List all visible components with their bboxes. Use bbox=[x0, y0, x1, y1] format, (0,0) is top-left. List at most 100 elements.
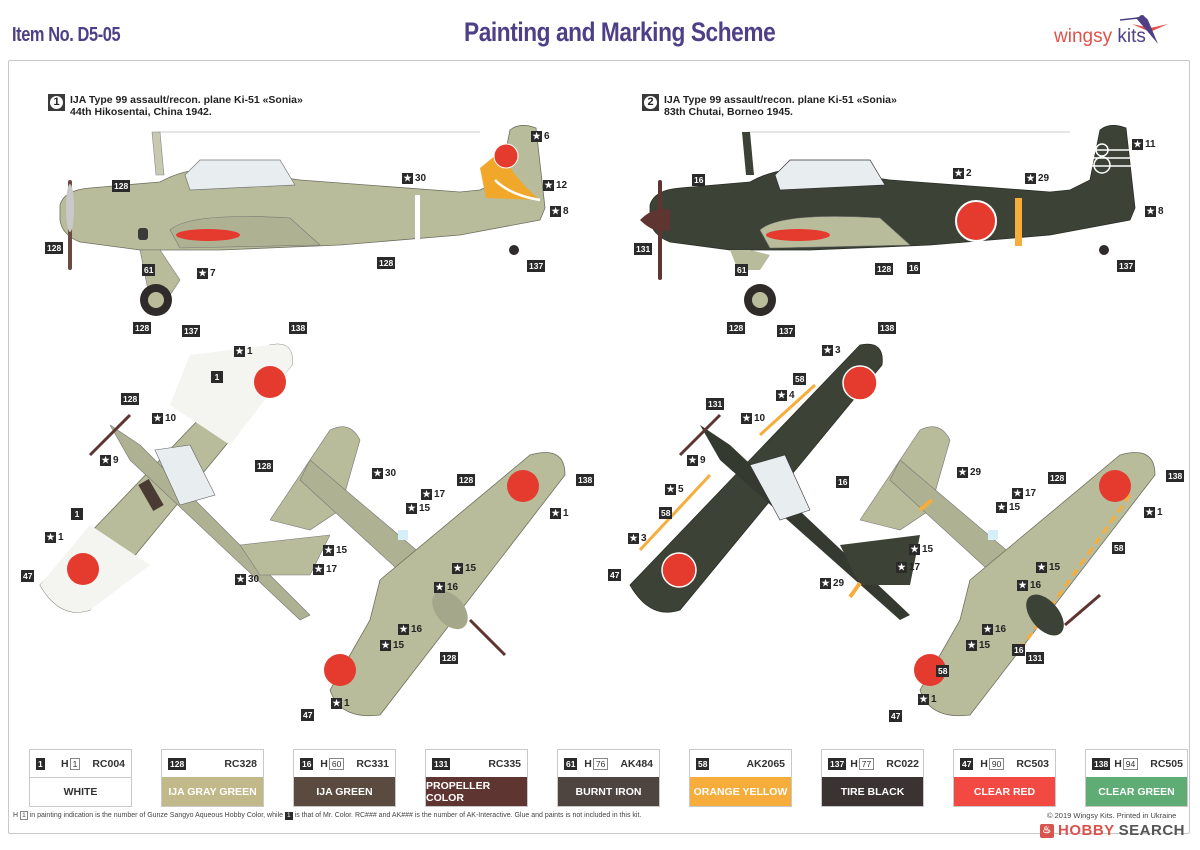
callout-137: 137 bbox=[527, 260, 546, 272]
callout-decal-30: ★30 bbox=[372, 468, 397, 479]
callout-47: 47 bbox=[608, 569, 622, 581]
color-name: WHITE bbox=[30, 777, 131, 806]
callout-131: 131 bbox=[706, 398, 725, 410]
callout-128: 128 bbox=[875, 263, 894, 275]
callout-decal-1: ★1 bbox=[918, 694, 937, 705]
callout-16: 16 bbox=[836, 476, 850, 488]
callout-138: 138 bbox=[289, 322, 308, 334]
scheme-1-number: 1 bbox=[48, 94, 65, 111]
callout-decal-3: ★3 bbox=[628, 533, 647, 544]
callout-decal-15: ★15 bbox=[1036, 562, 1061, 573]
ak-color-code: RC505 bbox=[1150, 757, 1183, 770]
ak-color-code: AK2065 bbox=[746, 757, 785, 770]
callout-decal-17: ★17 bbox=[896, 562, 921, 573]
callout-47: 47 bbox=[301, 709, 315, 721]
callout-58: 58 bbox=[793, 373, 807, 385]
callout-decal-15: ★15 bbox=[380, 640, 405, 651]
callout-decal-29: ★29 bbox=[1025, 173, 1050, 184]
callout-61: 61 bbox=[142, 264, 156, 276]
callout-131: 131 bbox=[1026, 652, 1045, 664]
callout-decal-4: ★4 bbox=[776, 390, 795, 401]
color-name: IJA GREEN bbox=[294, 777, 395, 806]
callout-decal-3: ★3 bbox=[822, 345, 841, 356]
callout-decal-2: ★2 bbox=[953, 168, 972, 179]
callout-128: 128 bbox=[255, 460, 274, 472]
callout-128: 128 bbox=[45, 242, 64, 254]
callout-decal-11: ★11 bbox=[1132, 139, 1156, 150]
callout-128: 128 bbox=[727, 322, 746, 334]
callout-137: 137 bbox=[182, 325, 201, 337]
callout-decal-29: ★29 bbox=[957, 467, 982, 478]
callout-decal-5: ★5 bbox=[665, 484, 684, 495]
color-name: IJA GRAY GREEN bbox=[162, 777, 263, 806]
ak-color-code: RC004 bbox=[92, 757, 125, 770]
copyright-text: © 2019 Wingsy Kits. Printed in Ukraine bbox=[1047, 811, 1177, 820]
scheme-1-top-view bbox=[39, 343, 330, 621]
brand-text-kits: kits bbox=[1117, 26, 1146, 47]
callout-decal-9: ★9 bbox=[100, 455, 119, 466]
callout-1: 1 bbox=[71, 508, 83, 520]
callout-decal-16: ★16 bbox=[982, 624, 1007, 635]
callout-decal-1: ★1 bbox=[550, 508, 569, 519]
callout-decal-12: ★12 bbox=[543, 180, 568, 191]
callout-decal-15: ★15 bbox=[452, 563, 477, 574]
scheme-2-number: 2 bbox=[642, 94, 659, 111]
item-number: Item No. D5-05 bbox=[12, 24, 121, 46]
ak-color-code: RC331 bbox=[356, 757, 389, 770]
callout-decal-15: ★15 bbox=[406, 503, 431, 514]
mr-color-number: 137 bbox=[828, 757, 847, 770]
mr-color-number: 61 bbox=[564, 757, 578, 770]
scheme-1-title: IJA Type 99 assault/recon. plane Ki-51 «… bbox=[70, 94, 303, 106]
scheme-2-bottom-view bbox=[860, 426, 1156, 717]
mr-color-number: 1 bbox=[36, 757, 45, 770]
callout-47: 47 bbox=[889, 710, 903, 722]
color-name: PROPELLER COLOR bbox=[426, 777, 527, 806]
paint-swatch-128: 128 RC328 IJA GRAY GREEN bbox=[161, 749, 264, 807]
callout-decal-1: ★1 bbox=[1144, 507, 1163, 518]
scheme-1-heading: 1 IJA Type 99 assault/recon. plane Ki-51… bbox=[48, 94, 303, 118]
mr-color-number: 16 bbox=[300, 757, 314, 770]
callout-decal-6: ★6 bbox=[531, 131, 550, 142]
callout-decal-15: ★15 bbox=[996, 502, 1021, 513]
color-name: CLEAR GREEN bbox=[1086, 777, 1187, 806]
callout-decal-16: ★16 bbox=[434, 582, 459, 593]
callout-58: 58 bbox=[936, 665, 950, 677]
callout-decal-17: ★17 bbox=[313, 564, 338, 575]
callout-61: 61 bbox=[735, 264, 749, 276]
color-name: TIRE BLACK bbox=[822, 777, 923, 806]
scheme-2-side-profile bbox=[640, 125, 1136, 316]
callout-decal-8: ★8 bbox=[1145, 206, 1164, 217]
scheme-frame bbox=[8, 60, 1190, 834]
callout-128: 128 bbox=[112, 180, 131, 192]
ak-color-code: RC022 bbox=[886, 757, 919, 770]
hobbysearch-logo-icon: ♨ bbox=[1040, 823, 1054, 838]
callout-138: 138 bbox=[878, 322, 897, 334]
callout-16: 16 bbox=[1012, 644, 1026, 656]
ak-color-code: RC328 bbox=[224, 757, 257, 770]
callout-decal-1: ★1 bbox=[331, 698, 350, 709]
mr-color-number: 131 bbox=[432, 757, 451, 770]
callout-131: 131 bbox=[634, 243, 653, 255]
callout-137: 137 bbox=[777, 325, 796, 337]
callout-decal-15: ★15 bbox=[966, 640, 991, 651]
callout-128: 128 bbox=[457, 474, 476, 486]
callout-decal-16: ★16 bbox=[398, 624, 423, 635]
callout-47: 47 bbox=[21, 570, 35, 582]
callout-128: 128 bbox=[377, 257, 396, 269]
callout-128: 128 bbox=[440, 652, 459, 664]
callout-decal-1: ★1 bbox=[234, 346, 253, 357]
scheme-1-side-profile bbox=[59, 125, 546, 316]
paint-swatch-131: 131 RC335 PROPELLER COLOR bbox=[425, 749, 528, 807]
callout-58: 58 bbox=[659, 507, 673, 519]
